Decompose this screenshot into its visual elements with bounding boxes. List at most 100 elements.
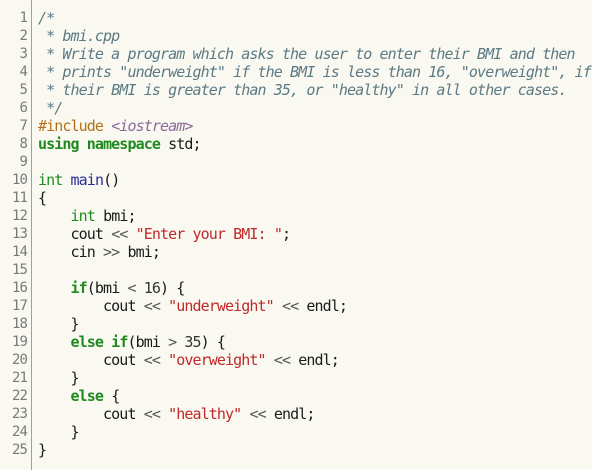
line-number: 25 <box>11 442 28 458</box>
line-number: 20 <box>11 352 28 368</box>
code-token: if <box>70 279 88 297</box>
line-number: 2 <box>19 28 27 44</box>
line-number: 18 <box>11 316 28 332</box>
code-token: ) { <box>160 279 185 297</box>
line-number: 22 <box>11 388 28 404</box>
code-text[interactable]: } <box>38 315 80 333</box>
code-token: endl; <box>298 297 348 315</box>
code-token: using namespace <box>38 135 161 153</box>
code-text[interactable]: if(bmi < 16) { <box>38 279 186 297</box>
code-token: "Enter your BMI: " <box>135 225 283 243</box>
line-number: 19 <box>11 334 28 350</box>
line-number: 9 <box>19 154 27 170</box>
code-token <box>160 405 168 423</box>
code-token: { <box>38 189 47 207</box>
line-number: 8 <box>19 136 27 152</box>
code-token: << <box>273 351 291 369</box>
code-text[interactable]: cin >> bmi; <box>38 243 161 261</box>
code-token: << <box>143 297 161 315</box>
code-text[interactable]: } <box>38 423 80 441</box>
code-token: cout <box>38 405 144 423</box>
code-text[interactable]: * prints "underweight" if the BMI is les… <box>38 63 592 81</box>
code-text[interactable]: else if(bmi > 35) { <box>38 333 226 351</box>
line-number: 13 <box>11 226 28 242</box>
code-text[interactable]: /* <box>38 9 55 27</box>
code-token <box>274 297 282 315</box>
code-token: >> <box>103 243 120 261</box>
code-token <box>38 207 71 225</box>
code-text[interactable]: * their BMI is greater than 35, or "heal… <box>38 81 567 99</box>
code-token: cout <box>38 351 144 369</box>
code-token: ; <box>281 225 291 243</box>
code-token: << <box>143 405 161 423</box>
code-token: else if <box>70 333 129 351</box>
line-number: 11 <box>11 190 28 206</box>
code-text[interactable]: int bmi; <box>38 207 137 225</box>
code-token: * bmi.cpp <box>38 27 120 45</box>
code-token: std; <box>159 135 201 153</box>
code-token: endl; <box>290 351 340 369</box>
code-token: (bmi <box>127 333 169 351</box>
code-token <box>38 333 71 351</box>
line-number: 10 <box>11 172 28 188</box>
line-number: 6 <box>19 100 27 116</box>
code-text[interactable]: * bmi.cpp <box>38 27 120 45</box>
code-text[interactable]: cout << "healthy" << endl; <box>38 405 315 423</box>
line-number: 15 <box>11 262 28 278</box>
code-token: main <box>70 171 104 189</box>
code-text[interactable]: cout << "underweight" << endl; <box>38 297 348 315</box>
code-token <box>160 351 168 369</box>
line-number: 23 <box>11 406 28 422</box>
code-token: << <box>281 297 299 315</box>
code-text[interactable]: { <box>38 189 47 207</box>
code-token: } <box>38 423 80 441</box>
code-text[interactable]: } <box>38 369 80 387</box>
code-text[interactable]: */ <box>38 99 63 117</box>
code-token: int <box>38 171 63 189</box>
code-text[interactable]: using namespace std; <box>38 135 202 153</box>
code-text[interactable]: #include <iostream> <box>38 117 193 135</box>
code-token: < <box>127 279 136 297</box>
code-text[interactable]: } <box>38 441 47 459</box>
code-token <box>127 225 135 243</box>
code-token: * Write a program which asks the user to… <box>38 45 575 63</box>
code-token: ) { <box>200 333 226 351</box>
code-token: cout <box>38 225 112 243</box>
code-token: "healthy" <box>168 405 242 423</box>
code-token: cout <box>38 297 144 315</box>
code-token <box>38 279 71 297</box>
code-token: () <box>103 171 120 189</box>
code-token: #include <box>38 117 112 135</box>
code-token: endl; <box>265 405 316 423</box>
code-text[interactable]: else { <box>38 387 121 405</box>
code-token: << <box>249 405 266 423</box>
line-number: 17 <box>11 298 28 314</box>
code-text[interactable]: cout << "Enter your BMI: "; <box>38 225 291 243</box>
code-token: bmi; <box>94 207 136 225</box>
code-token: << <box>111 225 128 243</box>
line-number-gutter <box>0 0 32 470</box>
code-text[interactable]: cout << "overweight" << endl; <box>38 351 340 369</box>
code-text[interactable]: * Write a program which asks the user to… <box>38 45 575 63</box>
code-token: */ <box>38 99 63 117</box>
line-number: 12 <box>11 208 28 224</box>
code-token <box>62 171 70 189</box>
code-token <box>266 351 274 369</box>
code-token: cin <box>38 243 104 261</box>
code-token: } <box>38 369 80 387</box>
code-token: "overweight" <box>168 351 266 369</box>
line-number: 7 <box>19 118 27 134</box>
code-token: } <box>38 315 80 333</box>
code-token <box>38 387 71 405</box>
code-token: /* <box>38 9 55 27</box>
code-token <box>160 297 168 315</box>
code-token: bmi; <box>119 243 160 261</box>
code-token: <iostream> <box>111 117 193 135</box>
line-number: 1 <box>19 10 27 26</box>
code-token: > <box>168 333 177 351</box>
code-token: int <box>70 207 96 225</box>
code-token: "underweight" <box>168 297 275 315</box>
code-text[interactable]: int main() <box>38 171 120 189</box>
code-token: * prints "underweight" if the BMI is les… <box>38 63 592 81</box>
